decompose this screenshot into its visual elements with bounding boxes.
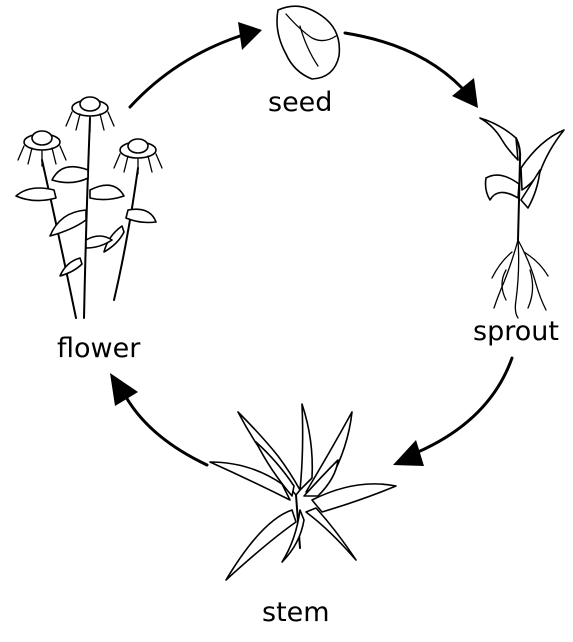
flower-head-1 <box>66 97 114 132</box>
arrow-stem-to-flower <box>110 373 207 465</box>
flower-illustration <box>16 97 162 318</box>
flower-head-3 <box>114 139 162 174</box>
stage-label-sprout: sprout <box>473 318 559 345</box>
sprout-illustration <box>480 118 564 318</box>
arrow-flower-to-seed <box>130 22 262 107</box>
stem-illustration <box>210 404 396 580</box>
arrow-seed-to-sprout <box>345 33 478 108</box>
stage-label-stem: stem <box>262 599 330 626</box>
arrow-sprout-to-stem <box>393 358 512 466</box>
flower-head-2 <box>18 131 66 166</box>
stage-label-flower: flower <box>57 335 140 362</box>
stage-label-seed: seed <box>268 89 332 116</box>
seed-illustration <box>277 6 339 79</box>
